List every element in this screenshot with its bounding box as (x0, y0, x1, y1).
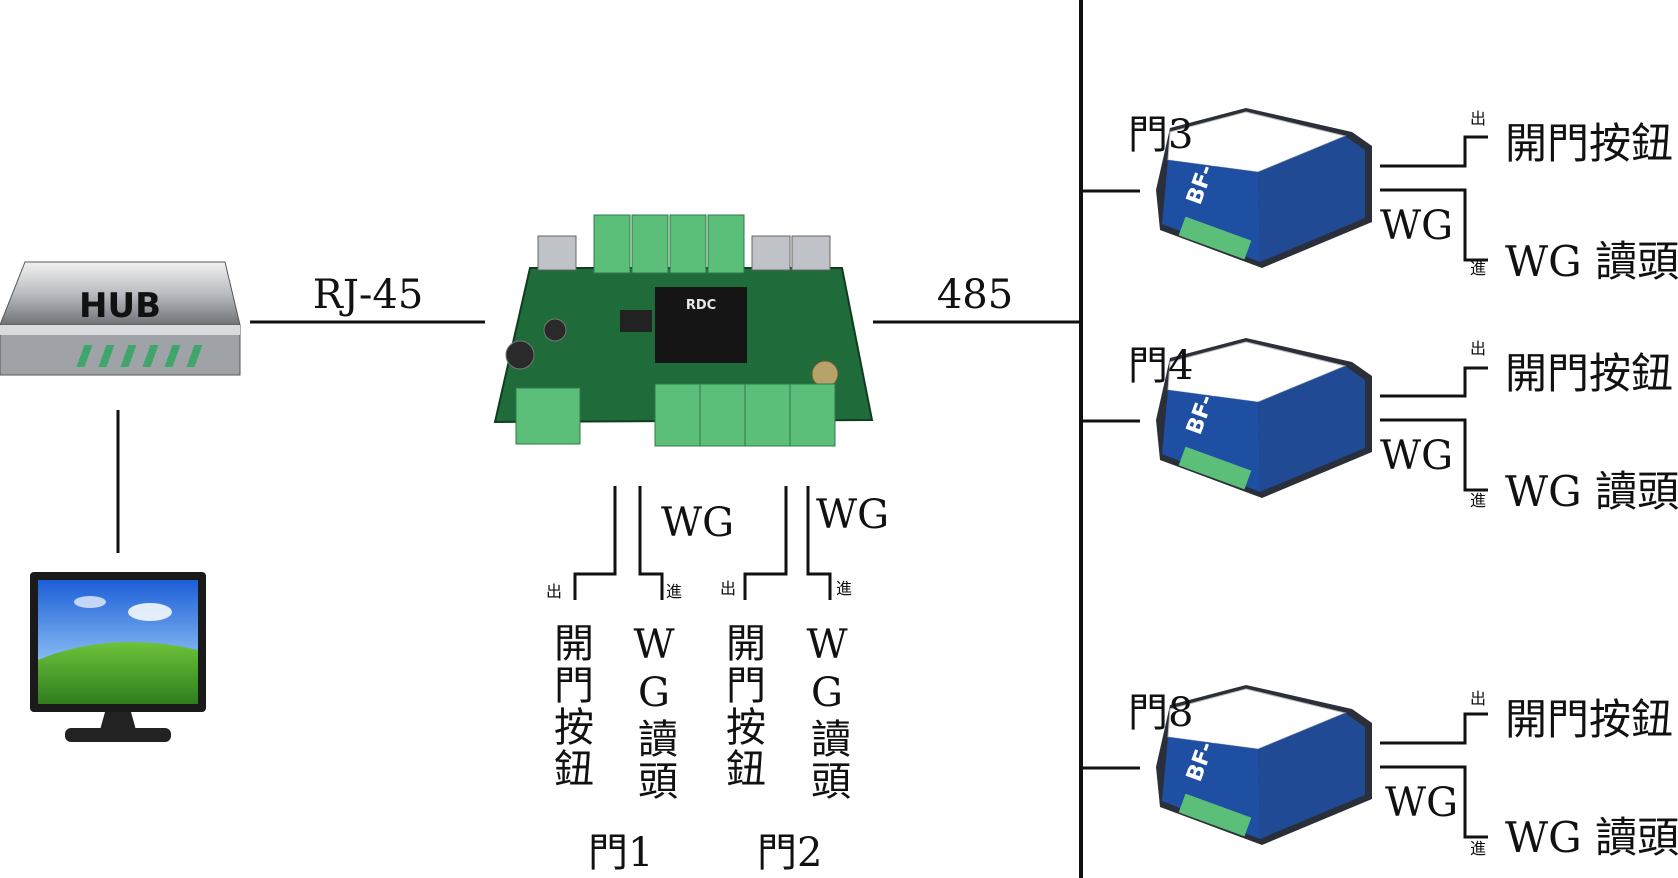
door2-out-label: 出 (720, 579, 737, 598)
door8-out-label: 出 (1470, 689, 1487, 708)
door3-in-label: 進 (1470, 259, 1487, 278)
door4-wg-label: WG (1380, 433, 1454, 479)
hub-label: HUB (79, 286, 161, 326)
door1-reader-label: WG讀頭 (631, 622, 677, 802)
door4-button-label: 開門按鈕 (1505, 349, 1674, 398)
door3-out-label: 出 (1470, 109, 1487, 128)
door4-reader-label: WG 讀頭 (1505, 467, 1678, 516)
door2-button-label: 開門按鈕 (719, 622, 765, 790)
door4-name: 門4 (1128, 343, 1194, 389)
door3-reader-label: WG 讀頭 (1505, 237, 1678, 286)
pc-monitor (30, 572, 206, 742)
door8-in-label: 進 (1470, 839, 1487, 858)
bf50-module-door8: BF-50 (1156, 685, 1372, 845)
rs485-label: 485 (937, 272, 1013, 318)
bf50-module-door3: BF-50 (1156, 108, 1372, 268)
door1-button-label: 開門按鈕 (547, 622, 593, 790)
bf50-module-door4: BF-50 (1156, 338, 1372, 498)
hub-port-leds (76, 345, 203, 367)
door1-in-label: 進 (666, 582, 683, 601)
door8-button-label: 開門按鈕 (1505, 695, 1674, 744)
door8-reader-label: WG 讀頭 (1505, 813, 1678, 862)
door2-name: 門2 (757, 830, 823, 876)
door4-in-label: 進 (1470, 491, 1487, 510)
rj45-label: RJ-45 (313, 272, 424, 318)
door8-wg-label: WG (1385, 780, 1459, 826)
main-controller-board: RDC (493, 214, 874, 447)
door8-name: 門8 (1128, 690, 1194, 736)
door3-button-label: 開門按鈕 (1505, 119, 1674, 168)
door2-in-label: 進 (836, 579, 853, 598)
local-door-wiring (573, 486, 832, 600)
door1-wg-label: WG (661, 500, 735, 546)
door1-name: 門1 (588, 830, 654, 876)
door4-out-label: 出 (1470, 339, 1487, 358)
door3-wg-label: WG (1380, 203, 1454, 249)
remote-door-branches (1081, 135, 1488, 839)
chip-label: RDC (686, 298, 716, 313)
door3-name: 門3 (1128, 112, 1194, 158)
hub-device: HUB (0, 261, 241, 376)
door2-wg-label: WG (816, 492, 890, 538)
door1-out-label: 出 (546, 582, 563, 601)
door2-reader-label: WG讀頭 (804, 622, 850, 802)
